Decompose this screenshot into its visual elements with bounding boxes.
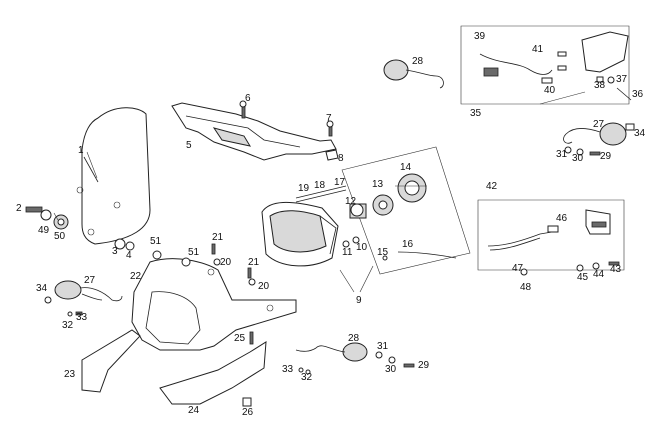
callout-32a: 32 (62, 320, 74, 331)
callout-33a: 33 (76, 312, 88, 323)
callout-51b: 51 (188, 247, 200, 258)
callout-50: 50 (54, 231, 66, 242)
callout-36: 36 (632, 89, 644, 100)
callout-42: 42 (486, 181, 498, 192)
mirror-bolt-set (25, 206, 69, 230)
washers-51 (152, 250, 191, 267)
leader-lines (53, 151, 98, 221)
callout-16: 16 (402, 239, 414, 250)
callout-21a: 21 (212, 232, 224, 243)
callout-28b: 28 (348, 333, 360, 344)
callout-44: 44 (593, 269, 605, 280)
callout-37: 37 (616, 74, 628, 85)
clip-26 (242, 397, 252, 407)
callout-46: 46 (556, 213, 568, 224)
callout-1: 1 (78, 145, 84, 156)
callout-27b: 27 (593, 119, 605, 130)
callout-32b: 32 (301, 372, 313, 383)
callout-9: 9 (356, 295, 362, 306)
callout-20b: 20 (258, 281, 270, 292)
clip-8 (325, 149, 339, 161)
side-panel-23 (81, 329, 141, 393)
callout-5: 5 (186, 140, 192, 151)
callout-11: 11 (342, 247, 353, 258)
callout-6: 6 (245, 93, 251, 104)
callout-40: 40 (544, 85, 556, 96)
callout-31a: 31 (556, 149, 568, 160)
callout-41: 41 (532, 44, 544, 55)
callout-18: 18 (314, 180, 326, 191)
callout-34a: 34 (36, 283, 48, 294)
callout-47: 47 (512, 263, 524, 274)
small-screws-36-37-38 (596, 76, 632, 101)
callout-29a: 29 (600, 151, 612, 162)
callout-20a: 20 (220, 257, 232, 268)
bulb-and-socket (349, 173, 427, 219)
callout-43: 43 (610, 264, 622, 275)
callout-27a: 27 (84, 275, 96, 286)
callout-17: 17 (334, 177, 346, 188)
callout-4: 4 (126, 250, 132, 261)
callout-28a: 28 (412, 56, 424, 67)
screw-7 (326, 120, 334, 137)
callout-22: 22 (130, 271, 142, 282)
headlamp-detail-box (339, 146, 471, 293)
lower-cover (159, 341, 267, 405)
callout-25: 25 (234, 333, 246, 344)
callout-30a: 30 (572, 153, 584, 164)
callout-2: 2 (16, 203, 22, 214)
callout-8: 8 (338, 153, 344, 164)
callout-21b: 21 (248, 257, 260, 268)
callout-10: 10 (356, 242, 368, 253)
screw-6 (239, 100, 247, 119)
screw-25 (249, 331, 254, 345)
callout-38: 38 (594, 80, 606, 91)
front-left-indicator (54, 280, 123, 302)
callout-31b: 31 (377, 341, 389, 352)
callout-24: 24 (188, 405, 200, 416)
callout-29b: 29 (418, 360, 430, 371)
callout-23: 23 (64, 369, 76, 380)
callout-7: 7 (326, 113, 332, 124)
callout-33b: 33 (282, 364, 294, 375)
callout-34b: 34 (634, 128, 646, 139)
fairing-bracket (171, 102, 337, 161)
callout-49: 49 (38, 225, 50, 236)
front-right-indicator (295, 342, 415, 375)
callout-35: 35 (470, 108, 482, 119)
callout-19: 19 (298, 183, 310, 194)
top-indicator-28 (383, 59, 444, 89)
callout-45: 45 (577, 272, 589, 283)
headlamp-unit (261, 201, 339, 267)
nut-set (114, 238, 135, 251)
callout-3: 3 (112, 246, 118, 257)
callout-15: 15 (377, 247, 389, 258)
wiring-detail-box (460, 25, 630, 105)
callout-30b: 30 (385, 364, 397, 375)
callout-39: 39 (474, 31, 486, 42)
front-fairing (131, 258, 297, 351)
callout-26: 26 (242, 407, 254, 418)
windshield (76, 107, 151, 245)
indicator-small-parts (44, 296, 83, 317)
fasteners-20-21 (211, 243, 256, 286)
bulb-wire (342, 236, 457, 261)
callout-14: 14 (400, 162, 412, 173)
callout-48: 48 (520, 282, 532, 293)
callout-12: 12 (345, 196, 357, 207)
callout-13: 13 (372, 179, 384, 190)
rear-indicator-27 (563, 122, 635, 156)
plate-light-box (477, 199, 625, 276)
adjust-screws (295, 185, 347, 203)
callout-51a: 51 (150, 236, 162, 247)
